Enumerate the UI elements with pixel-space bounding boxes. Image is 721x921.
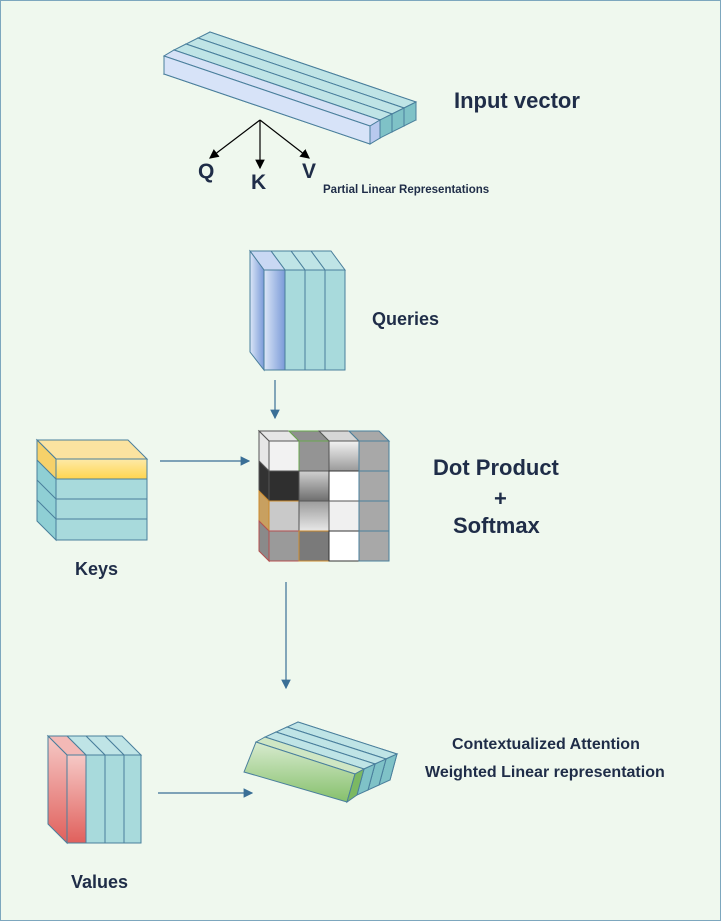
keys-row-3 <box>55 498 148 520</box>
input-slab-front <box>162 49 382 145</box>
keys-row-2 <box>55 478 148 500</box>
matrix-cell <box>298 530 330 562</box>
values-slab-4 <box>103 735 143 844</box>
input-vector-label: Input vector <box>454 88 580 113</box>
plus-label: + <box>494 486 507 511</box>
matrix-cell <box>268 440 300 472</box>
matrix-cell <box>298 500 330 532</box>
values-block <box>46 734 143 845</box>
values-slab-3 <box>84 735 126 844</box>
matrix-cell <box>298 470 330 502</box>
queries-slab-3 <box>290 250 326 371</box>
qkv-split-arrows <box>209 119 310 170</box>
q-label: Q <box>198 160 215 183</box>
input-vector-slabs <box>162 31 418 145</box>
keys-block <box>35 438 149 542</box>
matrix-cell <box>328 530 360 562</box>
contextualized-attention-label: Contextualized Attention <box>452 736 640 753</box>
softmax-label: Softmax <box>453 513 540 538</box>
values-label: Values <box>71 872 129 892</box>
arrow-to-q <box>209 119 261 159</box>
matrix-cell <box>328 500 360 532</box>
matrix-cell <box>268 500 300 532</box>
matrix-cell <box>358 440 390 472</box>
queries-label: Queries <box>372 309 440 329</box>
matrix-cell <box>268 470 300 502</box>
values-slab-1 <box>46 734 88 845</box>
matrix-cell <box>268 530 300 562</box>
arrow-to-v <box>259 119 310 159</box>
matrix-cell <box>328 470 360 502</box>
matrix-cell <box>298 440 330 472</box>
dot-product-label: Dot Product <box>433 455 559 480</box>
k-label: K <box>251 171 267 194</box>
matrix-cell <box>358 530 390 562</box>
v-label: V <box>302 160 317 183</box>
keys-label: Keys <box>75 559 119 579</box>
attention-matrix <box>257 429 391 563</box>
partial-representations-label: Partial Linear Representations <box>323 184 490 196</box>
output-slab-front <box>243 736 366 804</box>
queries-block <box>249 249 346 372</box>
matrix-cell <box>328 440 360 472</box>
weighted-representation-label: Weighted Linear representation <box>425 764 665 781</box>
matrix-cell <box>358 500 390 532</box>
keys-row-1 <box>55 458 148 480</box>
queries-slab-1 <box>249 249 286 372</box>
output-slabs <box>243 721 399 804</box>
matrix-cell <box>358 470 390 502</box>
keys-row-4 <box>55 518 148 541</box>
